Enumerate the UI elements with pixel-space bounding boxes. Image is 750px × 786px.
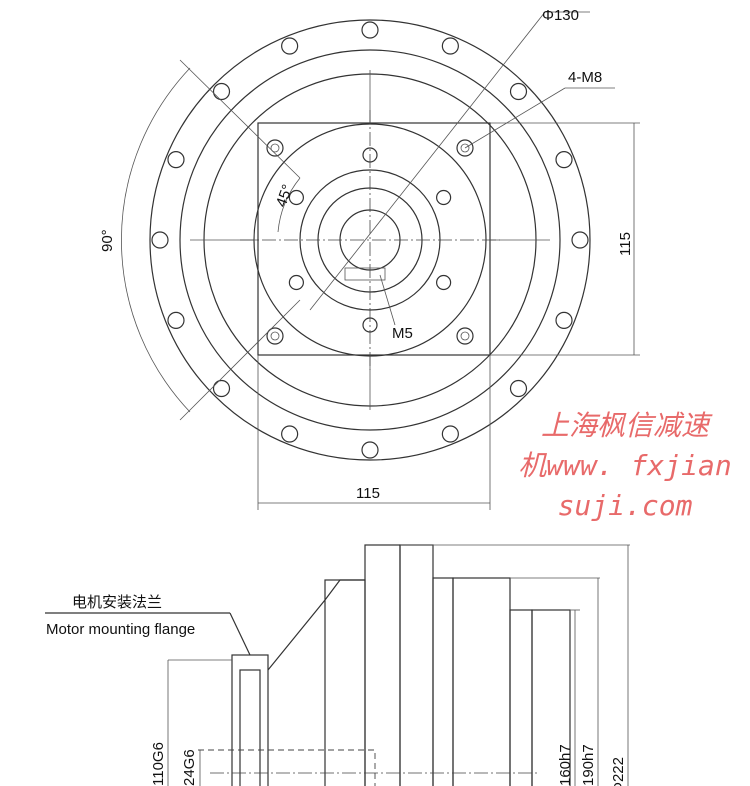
bolt-hole xyxy=(555,151,573,169)
bolt-hole xyxy=(441,37,459,55)
corner-hole xyxy=(456,139,474,157)
corner-hole xyxy=(266,139,284,157)
corner-hole xyxy=(456,327,474,345)
dim-height: 115 xyxy=(617,232,634,256)
bolt-hole xyxy=(281,37,299,55)
angle-line xyxy=(179,299,301,421)
bolt-hole xyxy=(509,82,528,101)
bolt-hole xyxy=(441,425,459,443)
flange-hole xyxy=(436,189,452,206)
bolt-hole xyxy=(571,231,589,249)
bolt-hole xyxy=(167,151,185,169)
bolt-hole xyxy=(555,311,573,329)
corner-hole-inner xyxy=(270,331,280,341)
angle-line xyxy=(179,59,301,179)
bolt-hole xyxy=(151,231,169,249)
bolt-hole xyxy=(361,441,379,459)
watermark-line3: suji.com xyxy=(557,489,693,522)
watermark-line1: 上海枫信减速 xyxy=(540,409,709,442)
dim-110g6: 110G6 xyxy=(150,742,167,786)
flange-hole xyxy=(288,189,304,206)
side-view: 110G6 24G6 160h7 190h7 Φ222 电机安装法兰 Motor… xyxy=(45,544,630,786)
flange-hole xyxy=(288,274,304,291)
dim-190h7: 190h7 xyxy=(580,744,597,786)
leader-bolt-circle xyxy=(309,11,546,311)
circle-outline xyxy=(149,19,591,461)
corner-hole-inner xyxy=(460,143,470,153)
square-flange xyxy=(257,122,491,356)
bolt-hole xyxy=(212,82,231,101)
bolt-hole xyxy=(167,311,185,329)
bolt-hole xyxy=(361,21,379,39)
flange-hole xyxy=(436,274,452,291)
dim-222: Φ222 xyxy=(610,757,627,786)
top-view xyxy=(121,11,640,510)
corner-hole-inner xyxy=(460,331,470,341)
bolt-hole xyxy=(212,379,231,398)
corner-hole xyxy=(266,327,284,345)
keyway xyxy=(344,267,386,281)
dim-angle-90: 90° xyxy=(99,229,116,252)
leader-holes xyxy=(464,87,566,149)
leader-thread xyxy=(379,274,396,326)
bolt-hole xyxy=(281,425,299,443)
dim-thread: M5 xyxy=(392,325,413,342)
flange-label-cn: 电机安装法兰 xyxy=(72,594,162,611)
dim-160h7: 160h7 xyxy=(557,744,574,786)
bolt-hole xyxy=(509,379,528,398)
dim-holes: 4-M8 xyxy=(568,69,602,86)
dim-24g6: 24G6 xyxy=(181,749,198,786)
flange-label-en: Motor mounting flange xyxy=(46,621,195,638)
circle-outline xyxy=(179,49,561,431)
dim-width: 115 xyxy=(356,485,380,502)
corner-hole-inner xyxy=(270,143,280,153)
angle-arc-90 xyxy=(121,67,191,413)
watermark: 上海枫信减速 机www. fxjian suji.com xyxy=(505,406,745,526)
dim-angle-45: 45° xyxy=(273,182,297,209)
watermark-line2: 机www. fxjian xyxy=(518,449,732,482)
dim-bolt-circle: Φ130 xyxy=(542,7,579,24)
angle-arc-45 xyxy=(277,177,301,233)
